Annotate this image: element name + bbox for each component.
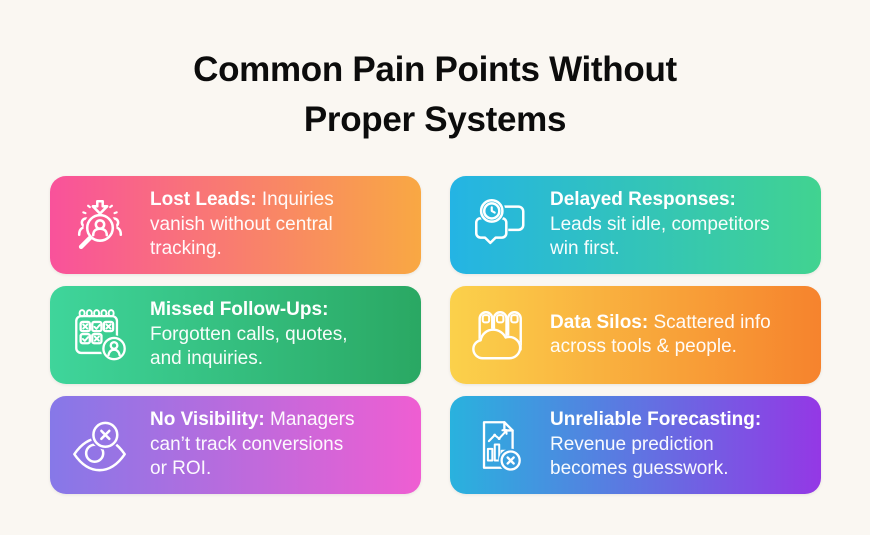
chat-clock-icon bbox=[475, 199, 525, 245]
card-no-visibility: No Visibility: Managers can’t track conv… bbox=[50, 396, 421, 494]
card-heading: Delayed Responses: bbox=[550, 189, 736, 211]
card-body: Managers can’t track conversions or ROI. bbox=[150, 409, 355, 480]
card-body: Inquiries vanish without central trackin… bbox=[150, 189, 334, 260]
silo-cloud-icon bbox=[472, 311, 522, 360]
card-heading: No Visibility: bbox=[150, 409, 265, 431]
card-data-silos: Data Silos: Scattered info across tools … bbox=[450, 286, 821, 384]
card-lost-leads: Lost Leads: Inquiries vanish without cen… bbox=[50, 176, 421, 274]
card-heading: Data Silos: bbox=[550, 311, 649, 333]
chart-document-crossed-icon bbox=[482, 421, 521, 471]
card-delayed-responses: Delayed Responses: Leads sit idle, compe… bbox=[450, 176, 821, 274]
card-heading: Lost Leads: bbox=[150, 189, 257, 211]
card-body: Scattered info across tools & people. bbox=[550, 311, 771, 358]
pain-points-grid: Lost Leads: Inquiries vanish without cen… bbox=[50, 176, 821, 494]
page-title-line-2: Proper Systems bbox=[303, 100, 567, 139]
card-heading: Unreliable Forecasting: bbox=[550, 409, 762, 431]
card-heading: Missed Follow-Ups: bbox=[150, 299, 329, 321]
page-title: Common Pain Points Without Proper System… bbox=[0, 0, 870, 145]
card-missed-follow-ups: Missed Follow-Ups: Forgotten calls, quot… bbox=[50, 286, 421, 384]
card-body: Revenue prediction becomes guesswork. bbox=[550, 433, 729, 480]
lead-search-icon bbox=[77, 200, 123, 250]
card-body: Leads sit idle, competitors win first. bbox=[550, 213, 770, 260]
eye-crossed-icon bbox=[73, 421, 126, 472]
calendar-tasks-icon bbox=[75, 309, 126, 361]
card-body: Forgotten calls, quotes, and inquiries. bbox=[150, 323, 348, 370]
card-unreliable-forecasting: Unreliable Forecasting: Revenue predicti… bbox=[450, 396, 821, 494]
page-title-line-1: Common Pain Points Without bbox=[193, 50, 677, 89]
